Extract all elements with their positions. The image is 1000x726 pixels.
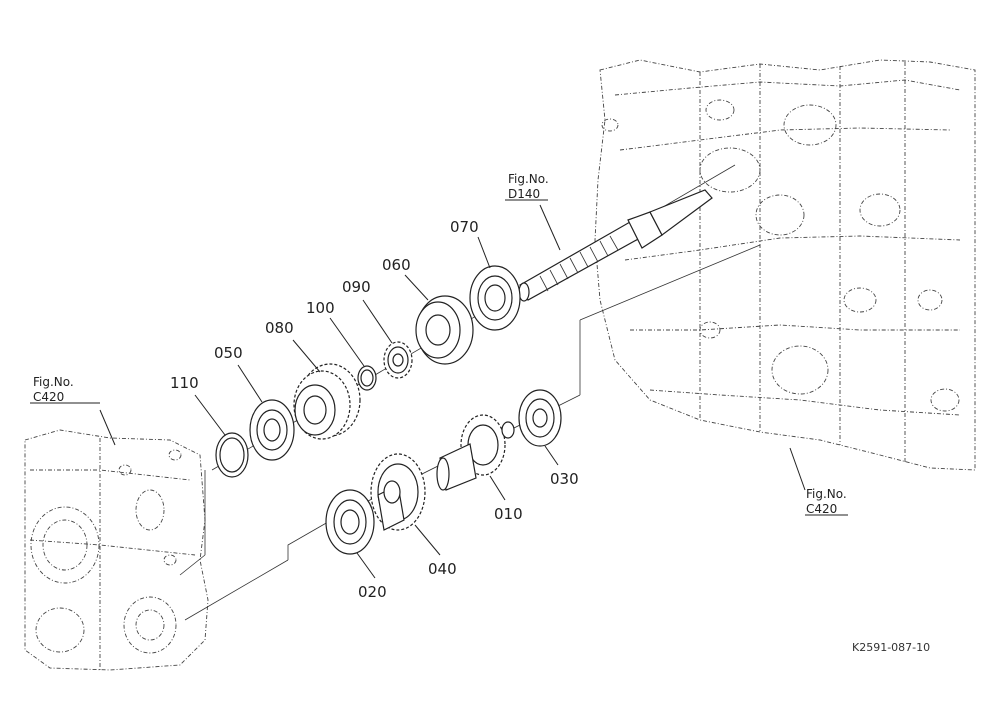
- left-transmission-housing: [24, 429, 209, 671]
- fig-ref-top-line2: D140: [508, 187, 540, 201]
- part-label-080: 080: [265, 319, 294, 337]
- part-label-090: 090: [342, 278, 371, 296]
- fig-ref-left: Fig.No. C420: [33, 375, 74, 404]
- ring-100: [357, 365, 377, 391]
- pinion-shaft: [518, 189, 713, 302]
- fig-ref-right-line1: Fig.No.: [806, 487, 847, 501]
- small-gear-090: [383, 341, 413, 379]
- gear-shaft-010: [436, 414, 515, 491]
- fig-ref-left-line2: C420: [33, 390, 64, 404]
- part-label-100: 100: [306, 299, 335, 317]
- part-label-110: 110: [170, 374, 199, 392]
- part-label-050: 050: [214, 344, 243, 362]
- fig-ref-left-line1: Fig.No.: [33, 375, 74, 389]
- part-label-040: 040: [428, 560, 457, 578]
- ring-110: [215, 432, 249, 478]
- bearing-050: [249, 399, 295, 461]
- bearing-030: [518, 389, 562, 447]
- fig-ref-right: Fig.No. C420: [806, 487, 847, 516]
- double-gear-080: [293, 363, 361, 440]
- bearing-020: [325, 489, 375, 555]
- part-label-020: 020: [358, 583, 387, 601]
- part-label-030: 030: [550, 470, 579, 488]
- drawing-code: K2591-087-10: [852, 641, 930, 654]
- fig-ref-top-line1: Fig.No.: [508, 172, 549, 186]
- part-label-060: 060: [382, 256, 411, 274]
- collar-060: [415, 295, 474, 365]
- part-label-010: 010: [494, 505, 523, 523]
- leader-lines: [30, 199, 848, 579]
- part-label-070: 070: [450, 218, 479, 236]
- right-transmission-housing: [594, 59, 976, 471]
- fig-ref-top: Fig.No. D140: [508, 172, 549, 201]
- gear-040: [370, 453, 426, 531]
- fig-ref-right-line2: C420: [806, 502, 837, 516]
- bearing-070: [469, 265, 521, 331]
